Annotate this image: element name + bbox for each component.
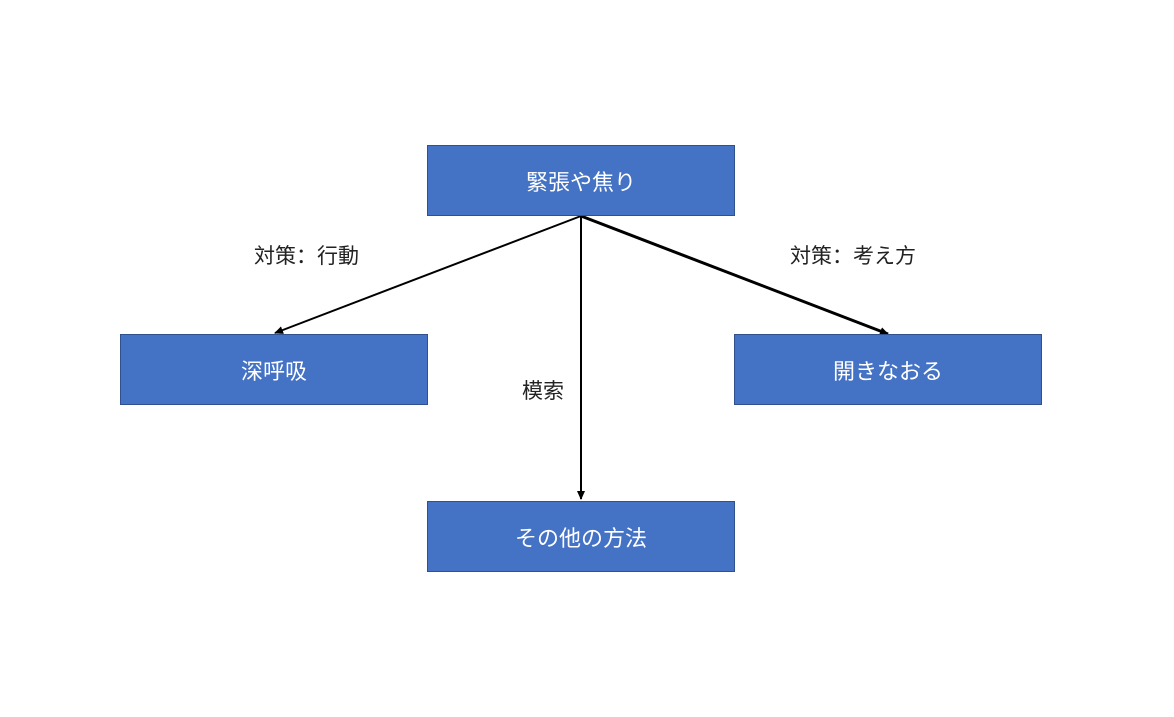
node-left: 深呼吸 — [120, 334, 428, 405]
node-right: 開きなおる — [734, 334, 1042, 405]
edge-label-right: 対策：考え方 — [790, 244, 916, 268]
node-bottom: その他の方法 — [427, 501, 735, 572]
edge-label-left: 対策：行動 — [254, 244, 359, 268]
edge-label-bottom: 模索 — [522, 379, 564, 403]
node-root: 緊張や焦り — [427, 145, 735, 216]
edge-to-left — [274, 215, 582, 334]
edge-to-right — [580, 214, 889, 336]
